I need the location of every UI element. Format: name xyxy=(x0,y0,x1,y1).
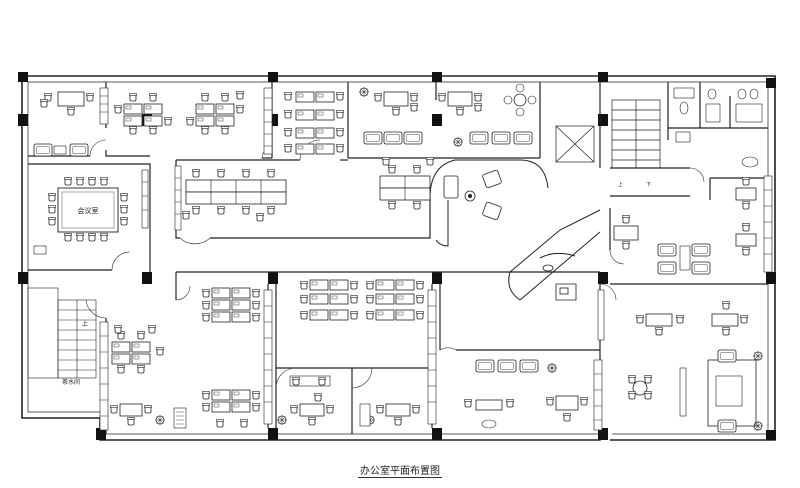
feature-walls xyxy=(429,159,601,301)
plan-caption: 办公室平面布置图 xyxy=(0,462,800,478)
workstations-center xyxy=(182,169,287,222)
reception-desk xyxy=(542,264,577,301)
workstations-reception xyxy=(379,157,434,210)
offices-lower-mid xyxy=(276,375,420,427)
office-right-mid xyxy=(613,177,757,275)
glazing-strips xyxy=(99,87,773,431)
workstations-lower-b xyxy=(300,279,424,321)
stair-down-mark: 下 xyxy=(646,182,651,188)
workstations-lower-left xyxy=(111,325,164,374)
glazing-ticks xyxy=(100,95,772,421)
plan-caption-text: 办公室平面布置图 xyxy=(358,466,442,478)
toilets xyxy=(673,87,763,168)
office-top-mid xyxy=(358,86,533,148)
elevator-core: 上 下 xyxy=(555,99,661,188)
office-top-left xyxy=(33,91,94,157)
stair-up-mark-2: 上 xyxy=(618,181,623,188)
meeting-room-label: 会议室 xyxy=(78,206,99,215)
office-manager xyxy=(628,301,764,433)
stair-up-mark: 上 xyxy=(82,320,88,328)
stair-left: 上 茶水间 xyxy=(27,287,97,386)
meeting-room: 会议室 xyxy=(33,177,128,255)
office-lower-right xyxy=(464,359,588,429)
office-lower-left xyxy=(110,403,187,429)
workstations-lower-a xyxy=(202,287,260,428)
tea-room-label: 茶水间 xyxy=(62,378,80,386)
lounge-center xyxy=(443,169,502,221)
workstations-top-a xyxy=(114,91,244,135)
workstations-top-b xyxy=(284,91,344,155)
office-top-right xyxy=(438,83,537,117)
